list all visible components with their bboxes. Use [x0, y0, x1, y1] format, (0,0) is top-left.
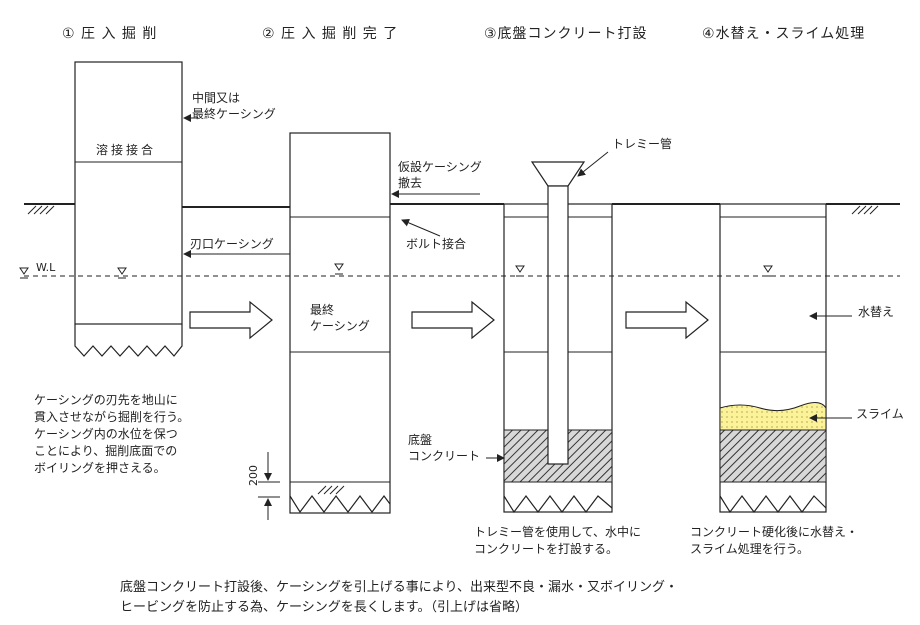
slime-label: スライム: [856, 407, 904, 421]
bolt-joint-label: ボルト接合: [406, 237, 467, 251]
flow-arrow: [411, 300, 495, 340]
cutting-edge-casing-label: 刃口ケーシング: [190, 237, 274, 251]
footer-line: 底盤コンクリート打設後、ケーシングを引上げる事により、出来型不良・漏水・又ボイリ…: [120, 580, 678, 595]
temp-casing-label-2: 撤去: [398, 176, 423, 190]
step1-diagram: [24, 61, 290, 357]
slime-layer: [719, 402, 827, 431]
tremie-hopper: [530, 161, 586, 187]
cutting-edge-teeth: [289, 495, 391, 514]
ground-symbol: [27, 205, 55, 215]
step1-note-line: ケーシング内の水位を保つ: [34, 427, 178, 441]
footer-line: ヒービングを防止する為、ケーシングを長くします。（引上げは省略）: [120, 600, 528, 615]
tremie-pipe-label: トレミー管: [612, 137, 673, 151]
dimension-200-label: 200: [247, 465, 260, 486]
step1-title: ① 圧 入 掘 削: [62, 26, 158, 42]
intermediate-casing-label-2: 最終ケーシング: [192, 107, 276, 121]
step2-diagram: [289, 132, 504, 514]
dewater-label: 水替え: [858, 305, 895, 319]
step4-note: コンクリート硬化後に水替え・ スライム処理を行う。: [690, 524, 858, 558]
step3-diagram: [503, 161, 720, 514]
final-casing-label: 最終: [310, 303, 335, 317]
base-concrete-label-2: コンクリート: [408, 449, 481, 463]
base-concrete: [719, 429, 827, 483]
cutting-edge-teeth: [74, 324, 183, 357]
water-level-label: W.L: [36, 261, 56, 274]
footer-note: 底盤コンクリート打設後、ケーシングを引上げる事により、出来型不良・漏水・又ボイリ…: [120, 578, 678, 618]
casing-upper: [74, 61, 183, 325]
flow-arrow: [189, 300, 273, 340]
ground-symbol: [851, 205, 879, 215]
ground-symbol: [317, 485, 345, 495]
weld-joint-label: 溶接接合: [96, 143, 157, 157]
leader-arrows: [183, 114, 852, 462]
step4-diagram: [719, 203, 900, 514]
final-casing-label-2: ケーシング: [310, 319, 370, 333]
cutting-edge-teeth: [719, 495, 827, 514]
step4-note-line: コンクリート硬化後に水替え・: [690, 525, 859, 539]
step1-note-line: ボイリングを押さえる。: [34, 461, 166, 475]
step4-title: ④水替え・スライム処理: [702, 26, 866, 42]
base-concrete-label: 底盤: [408, 433, 433, 447]
step1-note-line: 貫入させながら掘削を行う。: [34, 410, 190, 424]
temp-casing-label: 仮設ケーシング: [398, 160, 482, 174]
cutting-edge-teeth: [503, 495, 613, 514]
step1-note-line: ことにより、掘削底面での: [34, 444, 178, 458]
step3-title: ③底盤コンクリート打設: [484, 26, 648, 42]
step1-note: ケーシングの刃先を地山に 貫入させながら掘削を行う。 ケーシング内の水位を保つ …: [34, 392, 189, 477]
step3-note-line: トレミー管を使用して、水中に: [474, 525, 642, 539]
step2-title: ② 圧 入 掘 削 完 了: [262, 26, 399, 42]
step3-note: トレミー管を使用して、水中に コンクリートを打設する。: [474, 524, 641, 558]
step1-note-line: ケーシングの刃先を地山に: [34, 393, 178, 407]
dimension-200: [258, 452, 280, 520]
flow-arrow: [625, 300, 709, 340]
water-level-symbol: [19, 263, 773, 279]
step4-note-line: スライム処理を行う。: [690, 542, 810, 556]
step3-note-line: コンクリートを打設する。: [474, 542, 619, 556]
casing: [719, 203, 827, 513]
tremie-pipe: [547, 185, 569, 465]
intermediate-casing-label: 中間又は: [192, 91, 241, 105]
final-casing: [289, 132, 391, 514]
